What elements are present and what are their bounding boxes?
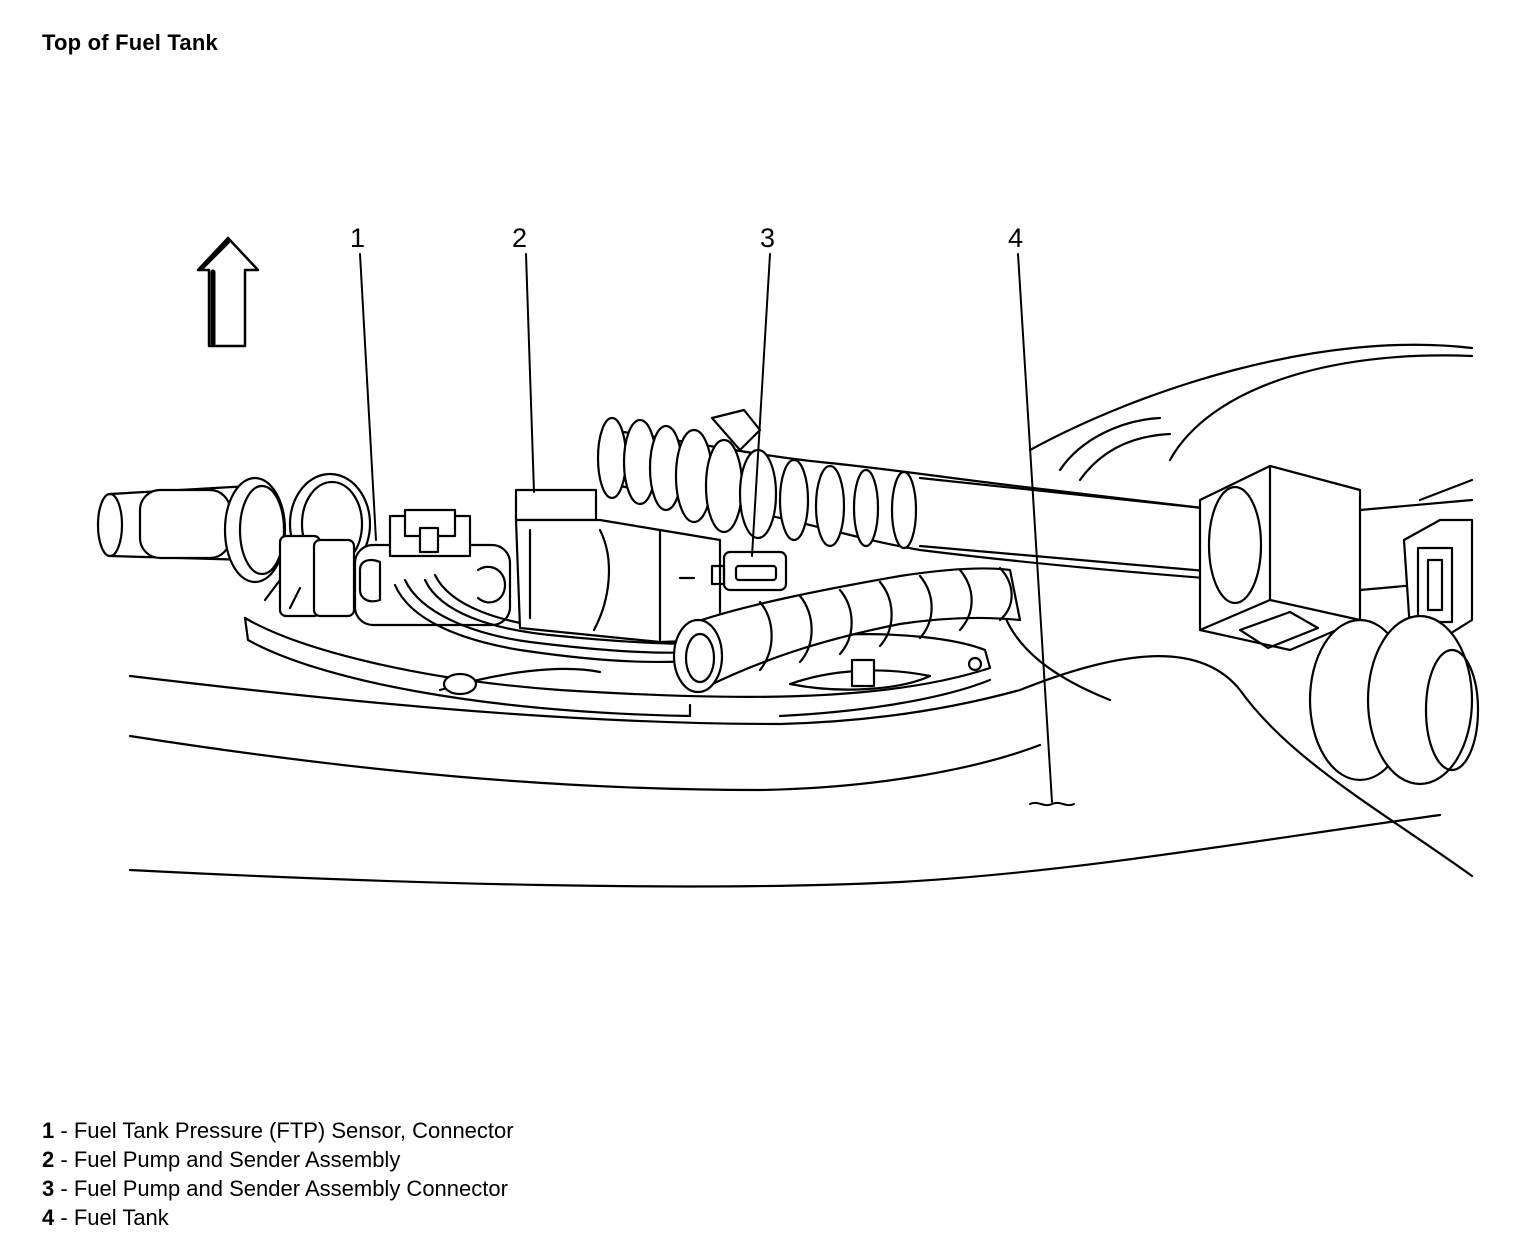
legend-separator: - <box>54 1176 74 1201</box>
right-hose-assembly <box>1058 416 1480 786</box>
pipe-clamp <box>1198 464 1474 652</box>
callout-2: 2 <box>512 223 527 253</box>
legend-number: 2 <box>42 1147 55 1172</box>
ftp-sensor-connector <box>263 508 512 627</box>
callout-3: 3 <box>760 223 775 253</box>
pump-sender-connector <box>710 550 788 592</box>
legend-number: 1 <box>42 1118 55 1143</box>
wire-sleeve <box>672 566 1022 694</box>
legend-text: Fuel Tank Pressure (FTP) Sensor, Connect… <box>73 1118 514 1143</box>
legend-separator: - <box>54 1118 74 1143</box>
legend-text: Fuel Pump and Sender Assembly Connector <box>73 1176 508 1201</box>
callout-1: 1 <box>350 223 365 253</box>
fuel-tank-illustration: 1 2 3 4 <box>96 223 1480 888</box>
module-flange <box>243 616 992 718</box>
legend-item-3: 3 - Fuel Pump and Sender Assembly Connec… <box>42 1174 514 1203</box>
legend-number: 4 <box>42 1205 55 1230</box>
callout-4: 4 <box>1008 223 1023 253</box>
legend-item-2: 2 - Fuel Pump and Sender Assembly <box>42 1145 514 1174</box>
legend-text: Fuel Pump and Sender Assembly <box>73 1147 401 1172</box>
legend-separator: - <box>54 1147 74 1172</box>
diagram-title: Top of Fuel Tank <box>42 30 218 55</box>
legend-separator: - <box>54 1205 74 1230</box>
up-arrow-icon <box>196 236 260 348</box>
legend-number: 3 <box>42 1176 55 1201</box>
callout-leaders <box>359 253 1075 807</box>
legend-item-4: 4 - Fuel Tank <box>42 1203 514 1232</box>
legend-item-1: 1 - Fuel Tank Pressure (FTP) Sensor, Con… <box>42 1116 514 1145</box>
wire-harness <box>393 573 702 663</box>
legend-text: Fuel Tank <box>73 1205 169 1230</box>
legend: 1 - Fuel Tank Pressure (FTP) Sensor, Con… <box>42 1116 514 1232</box>
